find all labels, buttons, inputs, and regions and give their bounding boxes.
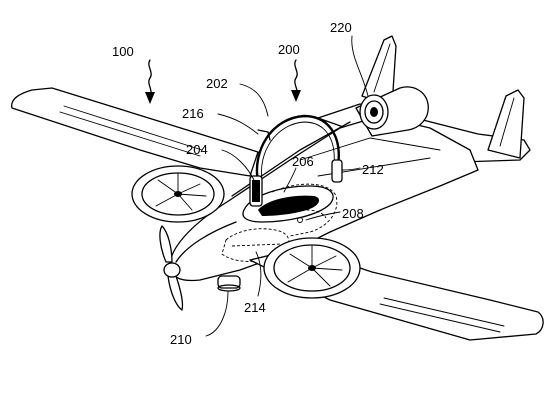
- left-wing: [11, 87, 259, 177]
- left-fan: [131, 165, 225, 223]
- right-fan: [263, 237, 361, 299]
- label-214: 214: [244, 300, 266, 315]
- engine-nacelle: [355, 86, 429, 137]
- label-202: 202: [206, 76, 228, 91]
- label-216: 216: [182, 106, 204, 121]
- label-100: 100: [112, 44, 134, 59]
- reference-labels: 100 200 220 202 216 204 206 212 208 214 …: [112, 20, 384, 347]
- label-200: 200: [278, 42, 300, 57]
- landing-gear: [217, 275, 241, 292]
- label-204: 204: [186, 142, 208, 157]
- leader-lines: [145, 35, 369, 337]
- label-212: 212: [362, 162, 384, 177]
- label-220: 220: [330, 20, 352, 35]
- label-210: 210: [170, 332, 192, 347]
- right-vertical-fin: [487, 89, 525, 159]
- label-208: 208: [342, 206, 364, 221]
- headset-arc: [249, 114, 343, 207]
- label-206: 206: [292, 154, 314, 169]
- front-propeller: [159, 225, 184, 311]
- cockpit: [242, 185, 334, 223]
